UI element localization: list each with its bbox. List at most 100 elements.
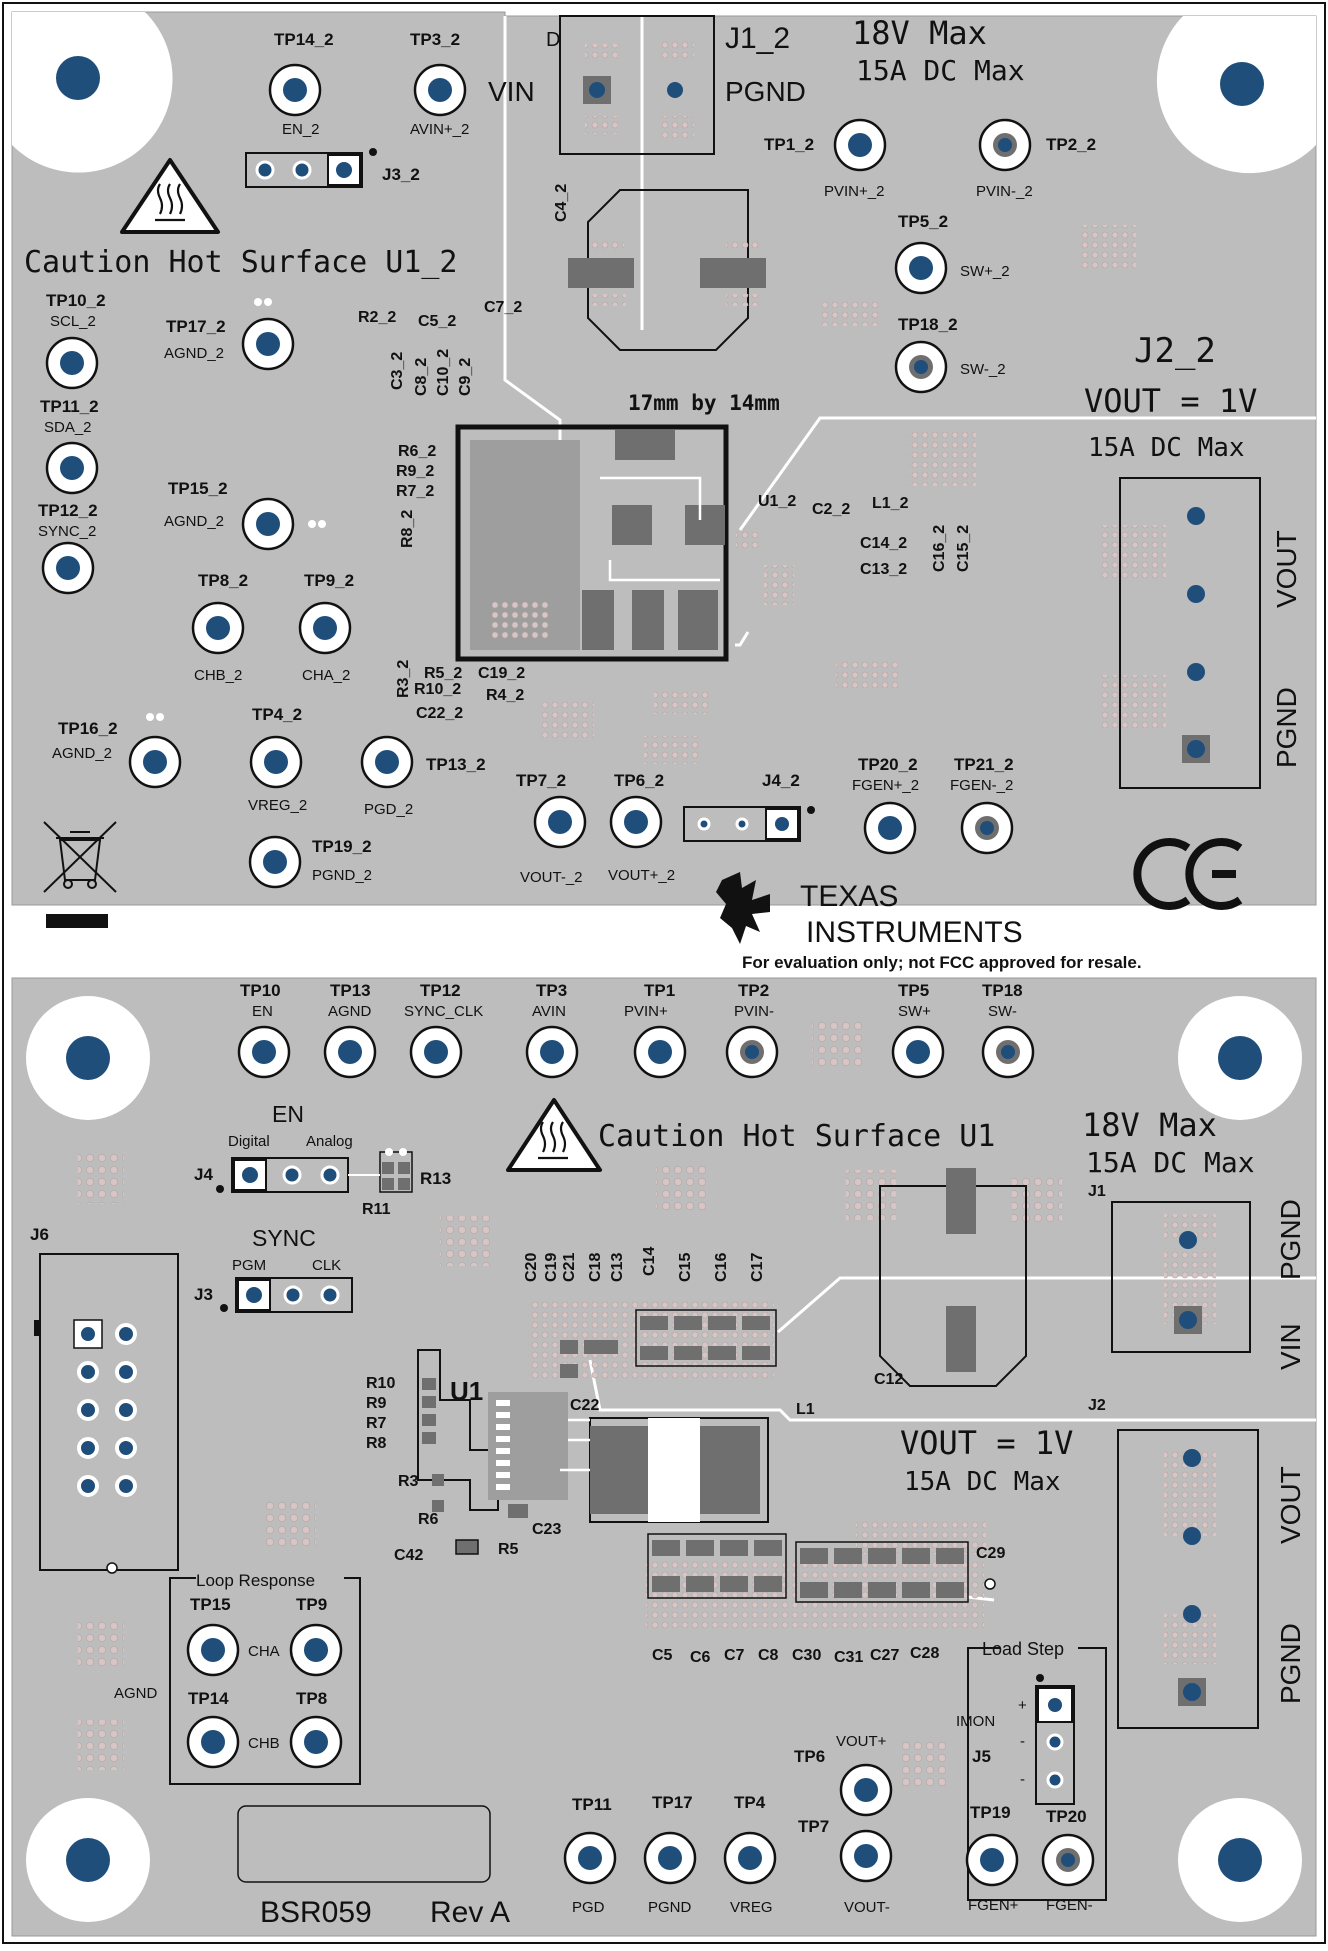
- test-point-label: AGND_2: [164, 345, 224, 362]
- test-point-tp14[interactable]: TP14_2EN_2: [268, 30, 334, 138]
- j6-pin[interactable]: [77, 1437, 99, 1459]
- j3-bottom-ref: J3: [194, 1285, 213, 1304]
- test-point-hole: [424, 1040, 448, 1064]
- j6-pins: [77, 1323, 137, 1497]
- j2-top-outline: [1119, 477, 1261, 789]
- test-point-label: SW-: [988, 1003, 1017, 1020]
- board-name: BSR059: [260, 1896, 372, 1929]
- r13-ref: R13: [420, 1169, 451, 1188]
- j2-bottom-ref: J2: [1088, 1397, 1106, 1414]
- j3-top-ref: J3_2: [382, 165, 420, 184]
- refdes-u1: U1_2: [758, 493, 796, 510]
- ce-mark: [1133, 838, 1243, 910]
- j2-bottom-pin-pgnd: PGND: [1275, 1623, 1306, 1704]
- refdes-r3: R3: [398, 1473, 419, 1490]
- mounting-hole: [16, 16, 140, 140]
- test-point-tp9[interactable]: TP9: [289, 1595, 343, 1677]
- label-area-box: [237, 1805, 491, 1883]
- ti-brand-1: Texas: [800, 880, 898, 913]
- test-point-name: TP1_2: [764, 135, 814, 154]
- test-point-tp18[interactable]: TP18_2SW-_2: [894, 315, 1006, 394]
- refdes-c13: C13: [609, 1253, 626, 1282]
- test-point-hole: [338, 1040, 362, 1064]
- j1-bottom-pin-pgnd: PGND: [1275, 1199, 1306, 1280]
- test-point-name: TP1: [644, 981, 675, 1000]
- j5-pin-1: +: [1018, 1697, 1027, 1714]
- j2-top-rating: 15A DC Max: [1088, 433, 1245, 463]
- j6-pin[interactable]: [115, 1437, 137, 1459]
- test-point-name: TP10_2: [46, 291, 106, 310]
- test-point-name: TP21_2: [954, 755, 1014, 774]
- test-point-hole: [375, 750, 399, 774]
- test-point-name: TP8: [296, 1689, 327, 1708]
- test-point-name: TP6: [794, 1747, 825, 1766]
- en-analog-label: Analog: [306, 1133, 353, 1150]
- refdes-u1-large: U1: [450, 1376, 483, 1406]
- test-point-label: FGEN-: [1046, 1897, 1093, 1914]
- hot-surface-warning-icon: [506, 1098, 602, 1172]
- j2-top-vout: VOUT = 1V: [1084, 382, 1257, 420]
- test-point-label: FGEN+_2: [852, 777, 919, 794]
- j6-pin[interactable]: [77, 1399, 99, 1421]
- refdes-r6: R6_2: [398, 443, 436, 460]
- j6-pin[interactable]: [77, 1361, 99, 1383]
- j4-en-header: [216, 1148, 413, 1193]
- refdes-c22: C22: [570, 1397, 599, 1414]
- j6-pin[interactable]: [115, 1475, 137, 1497]
- test-point-hole: [854, 1778, 878, 1802]
- j6-pin[interactable]: [77, 1323, 99, 1345]
- refdes-c7: C7: [724, 1647, 745, 1664]
- j4-bottom-ref: J4: [194, 1165, 213, 1184]
- j6-pin[interactable]: [115, 1361, 137, 1383]
- test-point-tp5[interactable]: TP5_2SW+_2: [894, 212, 1010, 295]
- j6-pin[interactable]: [115, 1323, 137, 1345]
- refdes-l1: L1: [796, 1401, 815, 1418]
- test-point-tp8[interactable]: TP8: [289, 1689, 343, 1769]
- refdes-r4: R4_2: [486, 687, 524, 704]
- load-step-title: Load Step: [982, 1639, 1064, 1659]
- test-point-name: TP17: [652, 1793, 693, 1812]
- test-point-hole: [256, 512, 280, 536]
- j6-pin[interactable]: [77, 1475, 99, 1497]
- test-point-label: PVIN-_2: [976, 183, 1033, 200]
- j6-pin[interactable]: [115, 1399, 137, 1421]
- j1-bottom-ref: J1: [1088, 1183, 1106, 1200]
